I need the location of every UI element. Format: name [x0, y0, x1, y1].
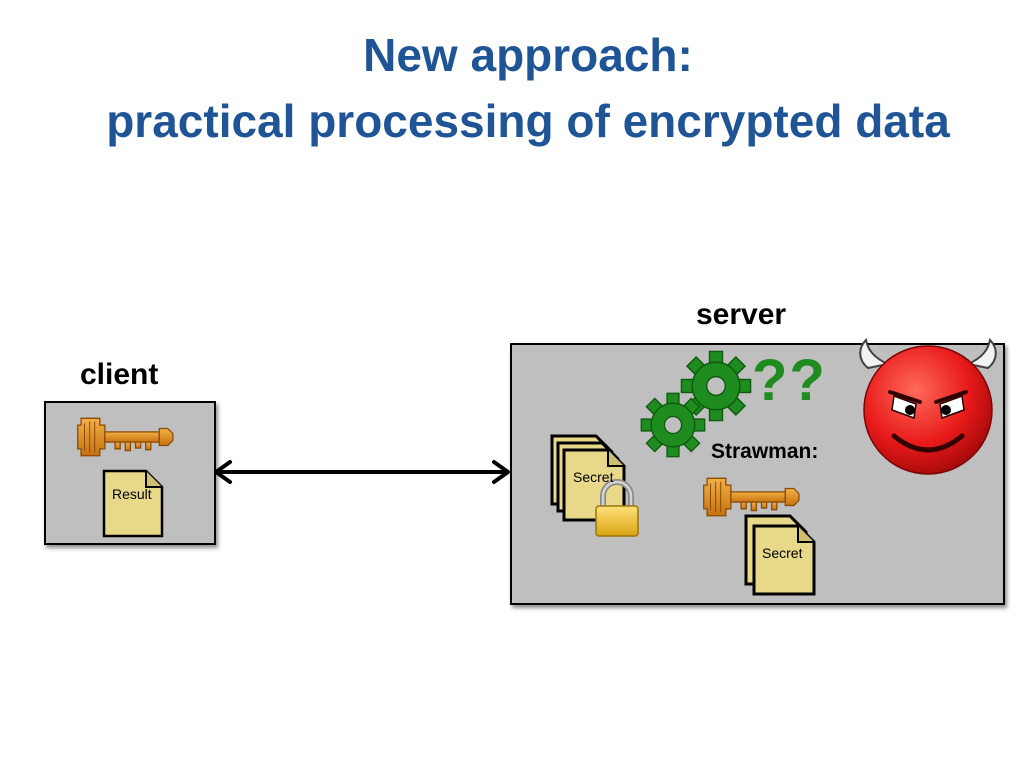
result-doc-label: Result [112, 486, 152, 502]
strawman-secret-doc-label: Secret [762, 545, 803, 561]
connection-arrow [214, 460, 510, 484]
document-stack-icon [550, 434, 626, 522]
title-line-1: New approach: [363, 29, 693, 81]
secret-doc-label: Secret [573, 469, 614, 485]
key-icon [703, 477, 800, 517]
devil-icon [859, 337, 997, 475]
document-stack-icon [744, 514, 816, 596]
question-marks: ?? [752, 348, 827, 413]
title-line-2: practical processing of encrypted data [106, 95, 950, 147]
padlock-icon [595, 479, 639, 537]
client-label: client [80, 358, 159, 391]
slide-title: New approach: practical processing of en… [0, 22, 1024, 154]
key-icon [77, 417, 174, 457]
strawman-label: Strawman: [711, 440, 819, 463]
document-icon [102, 469, 164, 538]
server-label: server [696, 298, 787, 331]
